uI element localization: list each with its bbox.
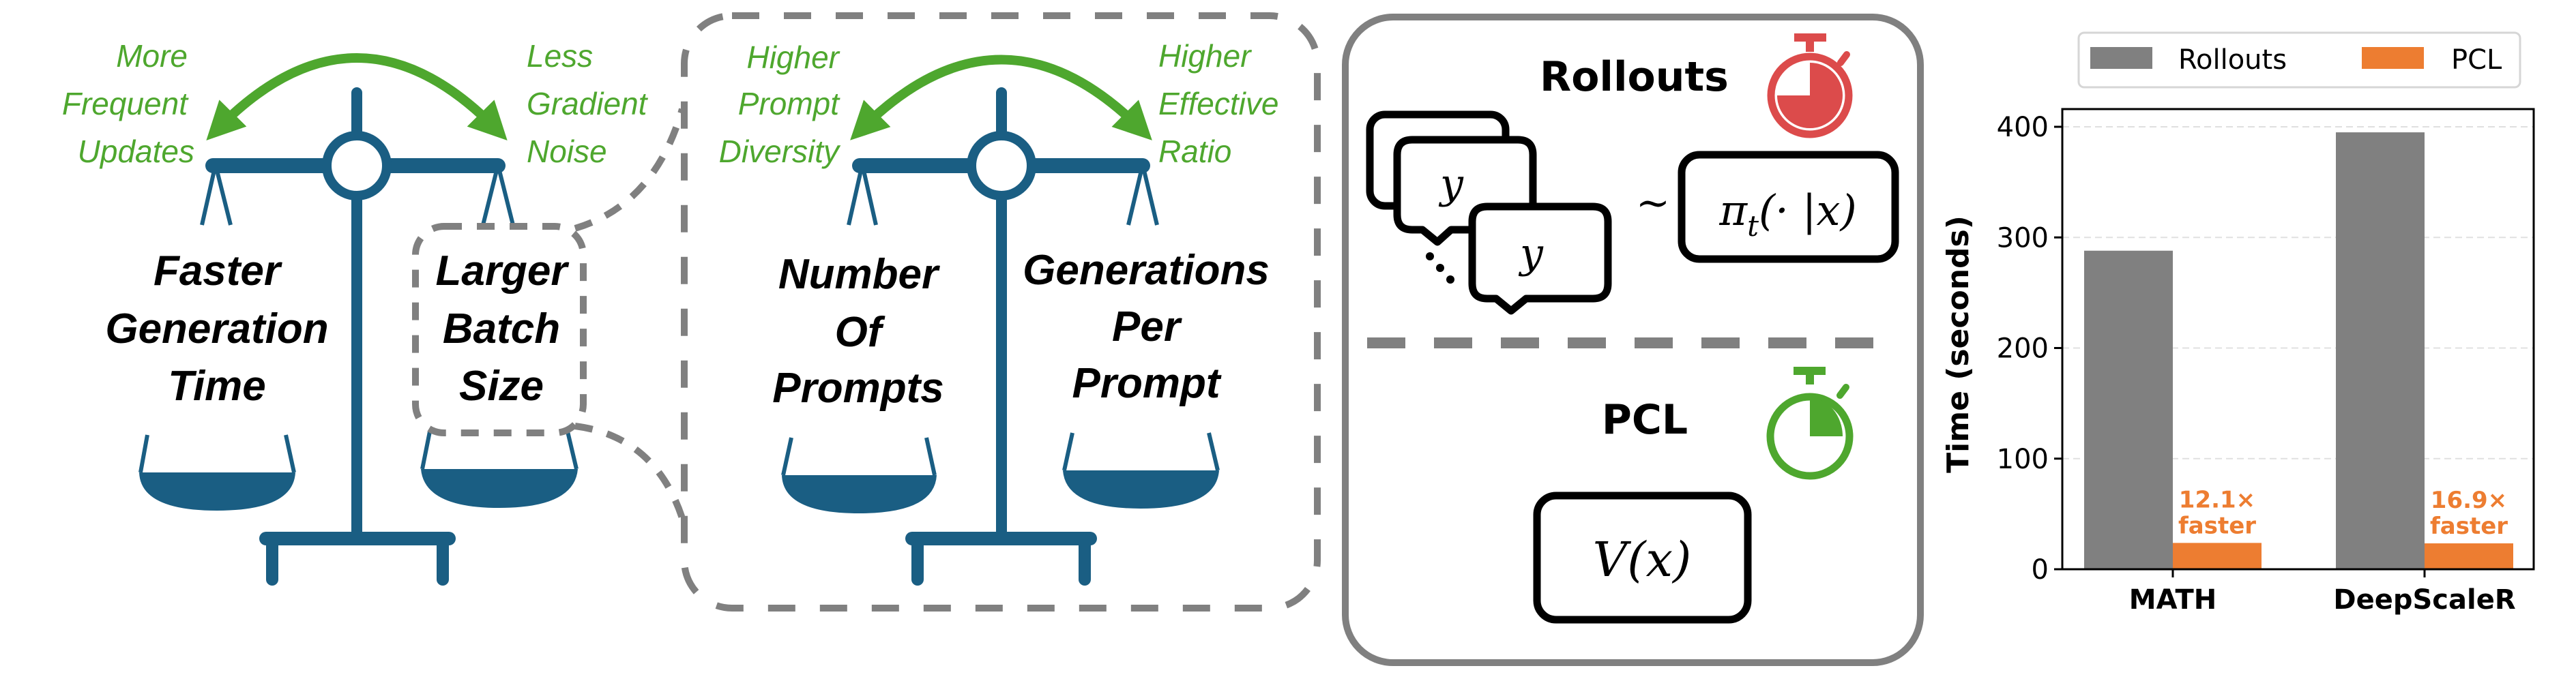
zoom-connector-bottom <box>574 423 686 519</box>
y-axis-title: Time (seconds) <box>1941 215 1976 473</box>
policy-arguments: (· |x) <box>1759 185 1857 235</box>
policy-symbol: π <box>1718 185 1748 235</box>
left-pan-label-line-1: Faster <box>153 247 282 295</box>
ellipsis-dots <box>1426 252 1454 284</box>
comparison-panel-border <box>1342 14 1924 666</box>
x-tick-label: MATH <box>2129 584 2216 616</box>
pcl-title: PCL <box>1602 396 1688 444</box>
legend-label-rollouts: Rollouts <box>2178 44 2287 76</box>
rollouts-title: Rollouts <box>1540 53 1729 101</box>
left-pan-label-line-2: Generation <box>105 305 328 352</box>
zoom-connector-top <box>574 108 686 232</box>
speedup-annotation: faster <box>2178 512 2256 539</box>
batch-size-highlight-box <box>412 223 587 436</box>
policy-subscript: t <box>1747 209 1759 243</box>
scale-2-panel: Higher Prompt Diversity Higher Effective… <box>681 12 1321 612</box>
value-function-expression: V(x) <box>1593 532 1692 588</box>
y-tick-label: 400 <box>1997 112 2049 143</box>
tradeoff-right-line-1: Higher <box>1158 38 1252 74</box>
left-pan-label-line-3: Prompts <box>772 365 943 412</box>
right-pan-label-line-3: Size <box>459 363 544 410</box>
speedup-annotation: 12.1× <box>2179 486 2255 513</box>
bar-rollouts-math <box>2084 250 2173 569</box>
tradeoff-left-line-2: Prompt <box>738 86 840 121</box>
tradeoff-right-line-1: Less <box>527 38 593 74</box>
tradeoff-right-line-2: Effective <box>1158 86 1278 121</box>
tradeoff-left-line-1: Higher <box>746 40 840 75</box>
tradeoff-arrow-icon <box>206 53 508 141</box>
tradeoff-left-line-2: Frequent <box>62 86 189 121</box>
legend-label-pcl: PCL <box>2451 44 2502 76</box>
policy-expression: πt(· |x) <box>1718 185 1856 243</box>
tradeoff-right-line-3: Noise <box>527 134 607 169</box>
left-pan-label-line-3: Time <box>168 363 266 410</box>
y-tick-label: 0 <box>2032 554 2049 586</box>
speedup-annotation: 16.9× <box>2431 487 2507 514</box>
right-pan-label-line-2: Per <box>1112 303 1182 350</box>
comparison-panel: Rollouts y y ~ πt(· |x) PCL <box>1342 14 1924 666</box>
balance-scale-icon <box>138 87 579 586</box>
value-function-box <box>1533 492 1752 624</box>
right-pan-label-line-1: Larger <box>436 247 570 295</box>
tradeoff-right-line-3: Ratio <box>1158 134 1231 169</box>
right-pan-label-line-2: Batch <box>443 305 560 352</box>
left-pan-label-line-2: Of <box>835 309 886 356</box>
speedup-annotation: faster <box>2430 513 2508 540</box>
right-pan-label-line-3: Prompt <box>1072 360 1222 407</box>
legend-frame <box>2077 31 2521 89</box>
plot-frame <box>2061 108 2535 571</box>
tradeoff-left-line-3: Updates <box>78 134 194 169</box>
stopwatch-quarter-icon <box>1766 367 1854 480</box>
policy-box <box>1678 151 1899 263</box>
bar-rollouts-deepscaler <box>2336 132 2425 570</box>
tradeoff-right-line-2: Gradient <box>527 86 649 121</box>
left-pan-label-line-1: Number <box>778 251 940 298</box>
bubble-symbol-2: y <box>1518 230 1544 277</box>
x-tick-label: DeepScaleR <box>2333 584 2515 616</box>
tradeoff-left-line-3: Diversity <box>719 134 841 169</box>
rollout-bubbles <box>1366 110 1612 315</box>
zoom-in-dashed-box <box>681 12 1321 612</box>
tradeoff-left-line-1: More <box>116 38 188 74</box>
balance-scale-icon <box>781 87 1220 586</box>
bar-pcl-deepscaler <box>2425 543 2513 569</box>
bars <box>2084 132 2513 570</box>
tradeoff-arrow-icon <box>850 55 1152 140</box>
y-tick-label: 300 <box>1997 222 2049 254</box>
stopwatch-mostly-full-icon <box>1767 33 1853 138</box>
legend-swatch-rollouts <box>2090 47 2152 69</box>
chart-legend: Rollouts PCL <box>2077 31 2521 89</box>
y-tick-label: 100 <box>1997 444 2049 475</box>
speech-bubble-icon <box>1468 202 1612 315</box>
y-tick-label: 200 <box>1997 333 2049 365</box>
legend-swatch-pcl <box>2362 47 2424 69</box>
bubble-symbol-1: y <box>1438 160 1464 208</box>
scale-1: More Frequent Updates Less Gradient Nois… <box>62 38 686 586</box>
right-pan-label-line-1: Generations <box>1023 247 1270 294</box>
sampling-tilde: ~ <box>1636 179 1670 227</box>
bar-pcl-math <box>2173 543 2262 569</box>
